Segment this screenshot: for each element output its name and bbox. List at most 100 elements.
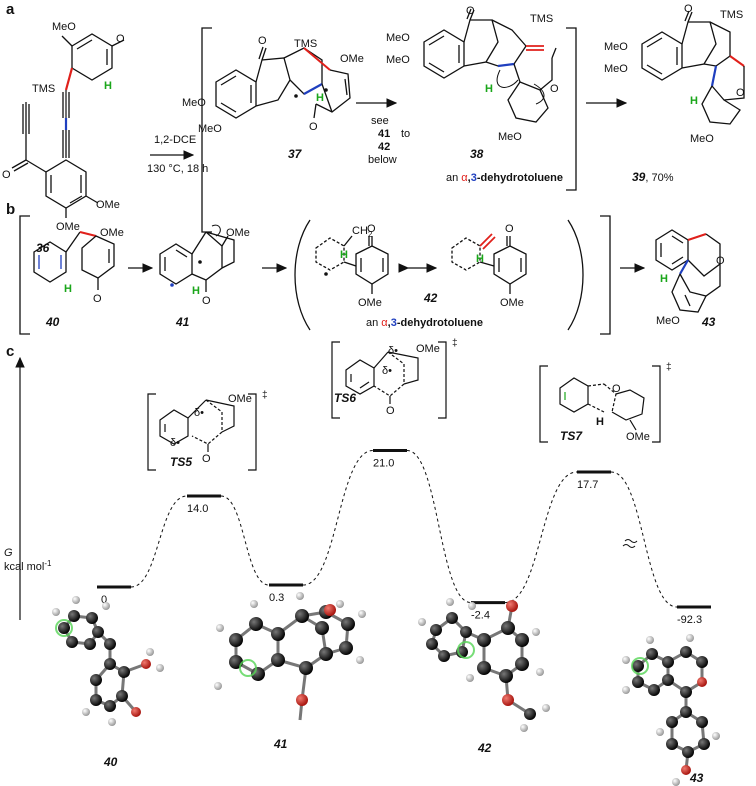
label-3d-43: 43	[689, 771, 704, 785]
label-38-three: 3	[471, 172, 477, 184]
atom-ball-h	[672, 778, 680, 786]
atom-meo2-39: MeO	[604, 63, 628, 75]
atom-ball-c	[682, 746, 694, 758]
atom-ball-c	[68, 610, 80, 622]
atom-ball-c	[680, 686, 692, 698]
atom-ball-o	[131, 707, 141, 717]
atom-ball-c	[315, 621, 329, 635]
label-38: 38	[470, 147, 484, 161]
atom-ball-c	[299, 661, 313, 675]
level-label-40: 0	[101, 594, 107, 606]
structure-43	[655, 229, 721, 313]
atom-ball-c	[104, 638, 116, 650]
atom-ball-c	[90, 674, 102, 686]
radical-dot-41	[170, 283, 174, 287]
atom-o2-38: O	[550, 83, 559, 95]
atom-o-43: O	[716, 255, 725, 267]
level-label-TS5: 14.0	[187, 503, 208, 515]
atom-ball-o	[502, 694, 514, 706]
structure-39	[641, 10, 745, 125]
atom-meo1-37: MeO	[182, 97, 206, 109]
atom-ball-h	[72, 596, 80, 604]
panel-a-label: a	[6, 1, 15, 18]
atom-h-42b: H	[476, 253, 484, 265]
atom-ball-c	[666, 738, 678, 750]
atom-o-ketone-36: O	[2, 169, 11, 181]
atom-h-42a: H	[340, 249, 348, 261]
atom-ball-c	[271, 653, 285, 667]
atom-h-37: H	[316, 92, 324, 104]
atom-ball-c	[58, 622, 70, 634]
atom-ball-h	[250, 600, 258, 608]
atom-ball-h	[646, 636, 654, 644]
atom-ball-h	[214, 682, 222, 690]
atom-h-39: H	[690, 95, 698, 107]
atom-ball-h	[356, 656, 364, 664]
atom-ball-c	[632, 676, 644, 688]
atom-ball-c	[295, 609, 309, 623]
atom-ball-h	[336, 600, 344, 608]
atom-ball-h	[146, 648, 154, 656]
ts6-o: O	[386, 405, 395, 417]
atom-tms-39: TMS	[720, 9, 743, 21]
panel-b-label: b	[6, 201, 15, 218]
label-42: 42	[423, 291, 438, 305]
atom-ball-c	[696, 716, 708, 728]
radical-highlight	[55, 619, 73, 637]
atom-tms-37: TMS	[294, 38, 317, 50]
reagent-dce: 1,2-DCE	[154, 134, 196, 146]
atom-o-42b: O	[505, 223, 514, 235]
radical-dot2-37	[324, 88, 328, 92]
atom-ball-o	[681, 765, 691, 775]
atom-ball-h	[216, 624, 224, 632]
atom-ball-h	[418, 618, 426, 626]
atom-ball-c	[90, 694, 102, 706]
label-42-pre: an	[366, 317, 381, 329]
see-note-5: below	[368, 154, 397, 166]
label-39: 39	[632, 170, 646, 184]
atom-ball-c	[104, 700, 116, 712]
connector-TS6-42	[406, 450, 472, 604]
atom-meo2-38: MeO	[386, 54, 410, 66]
label-42-post: -dehydrotoluene	[397, 317, 483, 329]
atom-meo-43: MeO	[656, 315, 680, 327]
atom-ball-c	[460, 626, 472, 638]
atom-ball-c	[680, 646, 692, 658]
radical-highlight	[631, 657, 649, 675]
atom-h-38: H	[485, 83, 493, 95]
energy-profile: 014.00.321.0-2.417.7-92.3	[97, 449, 711, 626]
structure-40	[33, 231, 115, 290]
label-38-pre: an	[446, 172, 461, 184]
atom-ball-c	[92, 626, 104, 638]
paren-left-b	[294, 219, 311, 331]
atom-meo3-39: MeO	[690, 133, 714, 145]
atom-ome-41: OMe	[226, 227, 250, 239]
ts6-ome: OMe	[416, 343, 440, 355]
atom-ball-c	[319, 647, 333, 661]
axis-label-g: G	[4, 547, 13, 559]
atom-ome-42b: OMe	[500, 297, 524, 309]
radical-highlight	[457, 641, 475, 659]
atom-o-37: O	[258, 35, 267, 47]
connector-40-TS5	[130, 495, 188, 588]
ts7-o: O	[612, 383, 621, 395]
atom-ball-h	[532, 628, 540, 636]
label-41: 41	[175, 315, 190, 329]
atom-ball-c	[698, 738, 710, 750]
atom-ball-c	[666, 716, 678, 728]
axis-units: kcal mol-1	[4, 559, 52, 573]
atom-o2-39: O	[736, 87, 745, 99]
atom-ball-h	[468, 602, 476, 610]
atom-o-40: O	[93, 293, 102, 305]
atom-ball-c	[249, 617, 263, 631]
atom-ball-c	[66, 636, 78, 648]
label-38-class: an α,3-dehydrotoluene	[446, 172, 563, 184]
ts7-dagger: ‡	[666, 362, 672, 373]
atom-ball-c	[696, 656, 708, 668]
level-label-41: 0.3	[269, 592, 284, 604]
atom-meo1-39: MeO	[604, 41, 628, 53]
label-38-comma: ,	[468, 172, 471, 184]
atom-ball-c	[104, 658, 116, 670]
ts6-label: TS6	[334, 391, 356, 405]
see-note-3: to	[401, 128, 410, 140]
